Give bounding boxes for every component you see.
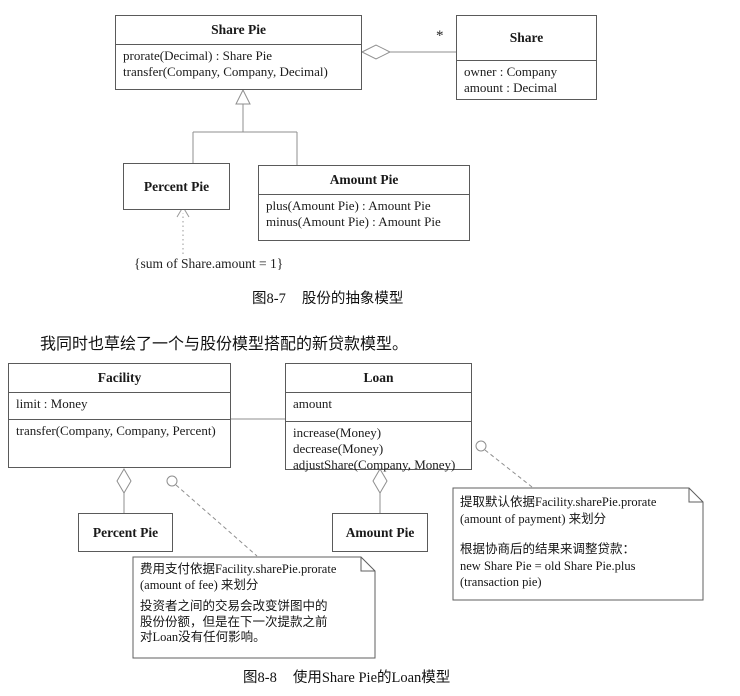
class-operations-amount-pie-fig1: plus(Amount Pie) : Amount Pie minus(Amou… bbox=[259, 194, 469, 241]
class-box-share-pie: Share Pie prorate(Decimal) : Share Pie t… bbox=[115, 15, 362, 90]
class-operations-share-pie: prorate(Decimal) : Share Pie transfer(Co… bbox=[116, 44, 361, 90]
note-dashed-line-fee bbox=[175, 484, 258, 557]
class-operations-loan: increase(Money) decrease(Money) adjustSh… bbox=[286, 421, 471, 472]
class-box-percent-pie-fig1: Percent Pie bbox=[123, 163, 230, 210]
generalization-triangle-sharepie bbox=[235, 88, 251, 105]
figure2-caption: 图8-8 使用Share Pie的Loan模型 bbox=[243, 666, 450, 687]
class-title-share-pie: Share Pie bbox=[211, 22, 266, 37]
class-box-percent-pie-fig2: Percent Pie bbox=[78, 513, 173, 552]
figure2-caption-text: 使用Share Pie的Loan模型 bbox=[292, 670, 451, 686]
class-attributes-share: owner : Company amount : Decimal bbox=[457, 60, 596, 100]
class-box-share: Share owner : Company amount : Decimal bbox=[456, 15, 597, 100]
class-title-percent-pie-fig1: Percent Pie bbox=[143, 178, 210, 194]
class-box-loan: Loan amount increase(Money) decrease(Mon… bbox=[285, 363, 472, 472]
fee-note-paragraph-2: 投资者之间的交易会改变饼图中的 股份份额，但是在下一次提款之前 对Loan没有任… bbox=[140, 599, 328, 644]
class-operations-facility: transfer(Company, Company, Percent) bbox=[9, 419, 230, 468]
class-attributes-loan: amount bbox=[286, 392, 471, 421]
drawdown-note-paragraph-1: 提取默认依据Facility.sharePie.prorate (amount … bbox=[460, 495, 657, 526]
drawdown-note-paragraph-2: 根据协商后的结果来调整贷款： new Share Pie = old Share… bbox=[460, 542, 636, 589]
class-title-share: Share bbox=[509, 30, 544, 45]
class-box-amount-pie-fig1: Amount Pie plus(Amount Pie) : Amount Pie… bbox=[258, 165, 470, 241]
aggregation-diamond-sharepie-share bbox=[360, 44, 392, 60]
class-title-amount-pie-fig2: Amount Pie bbox=[345, 524, 415, 540]
multiplicity-star-label: * bbox=[436, 28, 444, 44]
class-title-percent-pie-fig2: Percent Pie bbox=[92, 524, 159, 540]
body-paragraph: 我同时也草绘了一个与股份模型搭配的新贷款模型。 bbox=[40, 336, 409, 353]
aggregation-diamond-facility-percentpie bbox=[116, 468, 132, 494]
class-box-amount-pie-fig2: Amount Pie bbox=[332, 513, 428, 552]
note-anchor-circle-loan bbox=[475, 440, 487, 452]
figure1-caption: 图8-7 股份的抽象模型 bbox=[252, 287, 403, 308]
drawdown-note-text: 提取默认依据Facility.sharePie.prorate (amount … bbox=[460, 494, 698, 591]
note-anchor-circle-facility bbox=[166, 475, 178, 487]
class-attributes-facility: limit : Money bbox=[9, 392, 230, 419]
figure1-caption-number: 图8-7 bbox=[252, 291, 286, 307]
class-box-facility: Facility limit : Money transfer(Company,… bbox=[8, 363, 231, 468]
note-dashed-line-drawdown bbox=[484, 449, 533, 488]
class-title-facility: Facility bbox=[97, 370, 142, 385]
fee-note-paragraph-1: 费用支付依据Facility.sharePie.prorate (amount … bbox=[140, 562, 337, 592]
class-title-loan: Loan bbox=[363, 370, 394, 385]
constraint-label: {sum of Share.amount = 1} bbox=[134, 256, 284, 271]
figure1-caption-text: 股份的抽象模型 bbox=[301, 291, 404, 307]
fee-note-text: 费用支付依据Facility.sharePie.prorate (amount … bbox=[140, 562, 366, 646]
figure2-caption-number: 图8-8 bbox=[243, 670, 277, 686]
class-title-amount-pie-fig1: Amount Pie bbox=[329, 172, 399, 187]
